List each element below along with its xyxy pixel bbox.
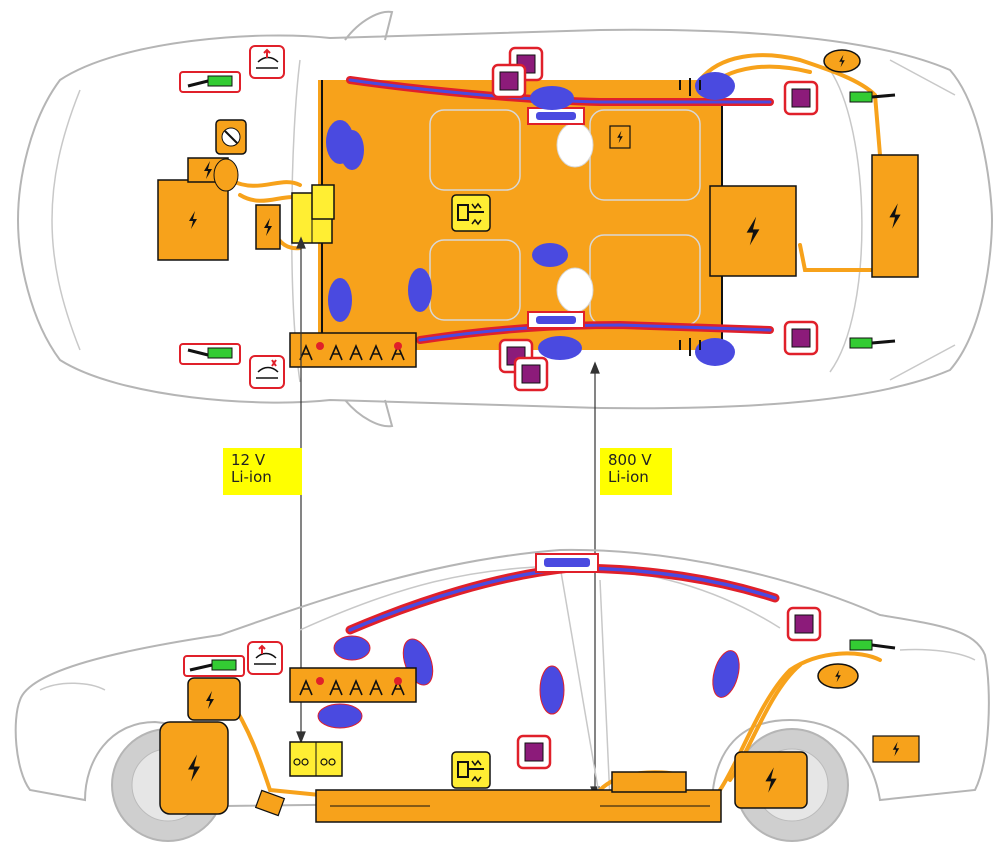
side-view-body-outline	[14, 548, 990, 808]
top-view-body-outline	[16, 28, 994, 410]
top-pyro-actuators	[179, 71, 896, 365]
callout-800v-li-ion: 800 V Li-ion	[600, 448, 672, 495]
top-sensors	[491, 46, 819, 392]
callout-12v-voltage: 12 V	[231, 451, 266, 469]
side-sensors	[516, 606, 822, 770]
side-airbags	[317, 635, 740, 729]
top-belt-tensioner-strip	[289, 332, 417, 368]
top-pedestrian-protection-icons	[249, 45, 285, 389]
top-view	[16, 10, 994, 428]
callout-800v-chemistry: Li-ion	[608, 468, 649, 486]
callout-800v-voltage: 800 V	[608, 451, 652, 469]
callout-12v-chemistry: Li-ion	[231, 468, 272, 486]
side-view	[14, 548, 990, 842]
side-belt-tensioner-strip	[289, 667, 417, 703]
top-center-airbag	[532, 243, 568, 267]
callout-12v-li-ion: 12 V Li-ion	[223, 448, 302, 495]
top-front-airbag	[328, 278, 352, 322]
top-airbags	[326, 72, 735, 366]
